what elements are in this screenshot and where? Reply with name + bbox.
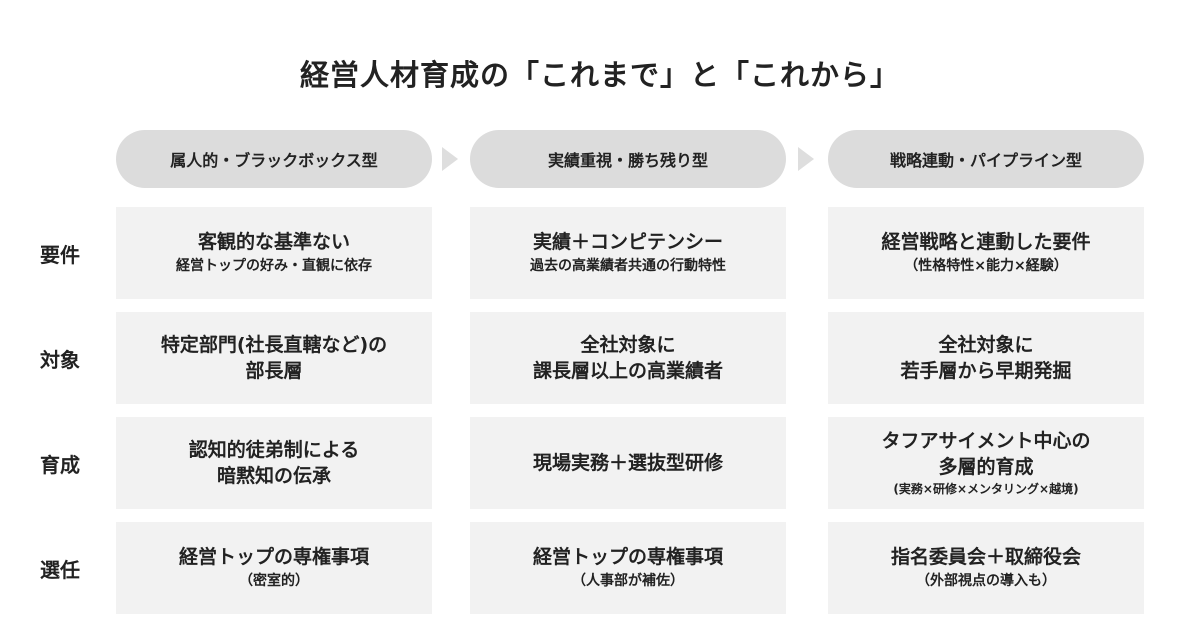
cell-main-text: タフアサイメント中心の	[881, 430, 1091, 452]
cell-sub-text: (実務×研修×メンタリング×越境)	[893, 482, 1079, 496]
cell-requirements-3: 経営戦略と連動した要件 （性格特性×能力×経験）	[828, 207, 1144, 299]
cell-main-text: 経営トップの専権事項	[532, 546, 723, 568]
page-title: 経営人材育成の「これまで」と「これから」	[299, 58, 900, 92]
cell-development-3: タフアサイメント中心の多層的育成 (実務×研修×メンタリング×越境)	[828, 417, 1144, 509]
cell-requirements-2: 実績＋コンピテンシー過去の高業績者共通の行動特性	[470, 207, 786, 299]
cell-main-text: 課長層以上の高業績者	[532, 360, 723, 382]
cell-main-text: 認知的徒弟制による	[188, 439, 360, 461]
cell-main-text: 実績＋コンピテンシー	[532, 231, 723, 253]
arrow-right-icon	[442, 147, 458, 171]
cell-main-text: 暗黙知の伝承	[216, 465, 331, 487]
cell-target-3: 全社対象に若手層から早期発掘	[828, 312, 1144, 404]
cell-sub-text: 経営トップの好み・直観に依存	[176, 258, 372, 274]
header-traditional: 属人的・ブラックボックス型	[116, 130, 432, 188]
cell-development-1: 認知的徒弟制による暗黙知の伝承	[116, 417, 432, 509]
cell-sub-text: （密室的）	[239, 573, 309, 589]
cell-main-text: 多層的育成	[938, 456, 1034, 478]
cell-sub-text: （外部視点の導入も）	[916, 573, 1056, 589]
cell-main-text: 経営戦略と連動した要件	[881, 231, 1091, 253]
cell-main-text: 客観的な基準ない	[197, 231, 350, 253]
row-label-development: 育成	[40, 453, 80, 477]
arrow-right-icon	[798, 147, 814, 171]
cell-main-text: 若手層から早期発掘	[900, 360, 1072, 382]
cell-development-2: 現場実務＋選抜型研修	[470, 417, 786, 509]
cell-sub-text: （人事部が補佐）	[572, 573, 684, 589]
cell-requirements-1: 客観的な基準ない経営トップの好み・直観に依存	[116, 207, 432, 299]
cell-selection-1: 経営トップの専権事項 （密室的）	[116, 522, 432, 614]
cell-selection-3: 指名委員会＋取締役会 （外部視点の導入も）	[828, 522, 1144, 614]
cell-main-text: 指名委員会＋取締役会	[890, 546, 1081, 568]
cell-main-text: 経営トップの専権事項	[178, 546, 369, 568]
row-label-target: 対象	[40, 348, 80, 372]
cell-target-2: 全社対象に課長層以上の高業績者	[470, 312, 786, 404]
cell-main-text: 全社対象に	[938, 334, 1034, 356]
header-strategic: 戦略連動・パイプライン型	[828, 130, 1144, 188]
cell-main-text: 全社対象に	[580, 334, 676, 356]
cell-main-text: 特定部門(社長直轄など)の	[160, 334, 388, 356]
row-label-selection: 選任	[40, 558, 80, 582]
header-performance: 実績重視・勝ち残り型	[470, 130, 786, 188]
cell-main-text: 現場実務＋選抜型研修	[532, 452, 723, 474]
cell-sub-text: 過去の高業績者共通の行動特性	[530, 258, 726, 274]
cell-target-1: 特定部門(社長直轄など)の部長層	[116, 312, 432, 404]
row-label-requirements: 要件	[40, 243, 80, 267]
cell-main-text: 部長層	[245, 360, 303, 382]
cell-selection-2: 経営トップの専権事項 （人事部が補佐）	[470, 522, 786, 614]
cell-sub-text: （性格特性×能力×経験）	[904, 258, 1068, 274]
